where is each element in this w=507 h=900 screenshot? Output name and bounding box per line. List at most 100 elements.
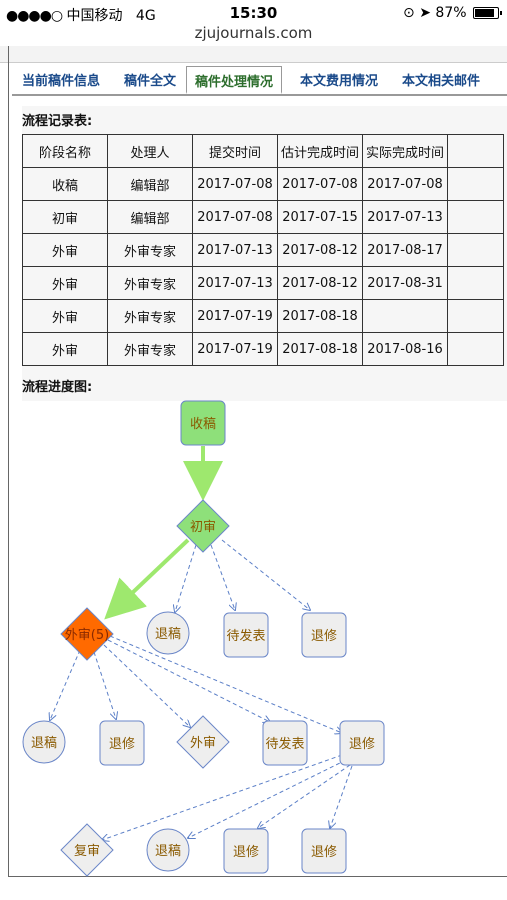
carrier-info: ●●●●○ 中国移动 4G — [6, 5, 156, 25]
node-tuixiu[interactable]: 退修 — [301, 612, 347, 658]
status-right: ⊙ ➤ 87% — [403, 5, 502, 21]
flow-edge-dashed — [221, 539, 310, 610]
flow-edge-dashed — [188, 759, 347, 838]
svg-text:初审: 初审 — [190, 520, 216, 535]
svg-text:待发表: 待发表 — [226, 628, 265, 644]
page-top-strip — [0, 46, 507, 63]
table-row: 外审 外审专家 2017-07-13 2017-08-12 2017-08-31 — [22, 266, 504, 300]
svg-text:退稿: 退稿 — [155, 843, 181, 859]
table-cell: 2017-07-08 — [192, 167, 278, 201]
node-waishen[interactable]: 外审 — [176, 715, 230, 769]
flow-edge-dashed — [210, 544, 235, 610]
table-cell: 2017-08-12 — [277, 266, 363, 300]
node-daifabiao[interactable]: 待发表 — [262, 720, 308, 766]
table-cell: 2017-07-08 — [192, 200, 278, 234]
table-row: 收稿 编辑部 2017-07-08 2017-07-08 2017-07-08 — [22, 167, 504, 201]
table-cell: 2017-07-15 — [277, 200, 363, 234]
table-cell — [447, 299, 504, 333]
table-cell: 2017-07-08 — [277, 167, 363, 201]
flow-edge-dashed — [50, 649, 81, 720]
location-arrow-icon: ➤ — [419, 5, 431, 21]
battery-percent: 87% — [435, 5, 467, 21]
column-header: 阶段名称 — [22, 134, 108, 168]
node-tuixiu[interactable]: 退修 — [223, 828, 269, 874]
table-cell: 外审专家 — [107, 332, 193, 366]
clock: 15:30 — [229, 4, 278, 22]
table-row: 外审 外审专家 2017-07-13 2017-08-12 2017-08-17 — [22, 233, 504, 267]
record-table: 阶段名称 处理人 提交时间 估计完成时间 实际完成时间 收稿 编辑部 2017-… — [22, 134, 504, 366]
column-header: 处理人 — [107, 134, 193, 168]
svg-text:外审: 外审 — [190, 736, 216, 751]
table-cell: 编辑部 — [107, 167, 193, 201]
flow-edge-solid — [104, 538, 190, 620]
table-cell — [447, 233, 504, 267]
node-tuixiu[interactable]: 退修 — [99, 720, 145, 766]
node-tuigao[interactable]: 退稿 — [22, 720, 66, 764]
node-shougao[interactable]: 收稿 — [180, 400, 226, 446]
table-cell: 初审 — [22, 200, 108, 234]
progress-title: 流程进度图: — [22, 380, 93, 395]
svg-text:退修: 退修 — [233, 845, 259, 860]
network-type: 4G — [135, 8, 156, 24]
table-cell: 2017-07-19 — [192, 299, 278, 333]
svg-text:退稿: 退稿 — [31, 735, 57, 751]
record-title: 流程记录表: — [22, 114, 93, 129]
svg-text:复审: 复审 — [74, 844, 100, 859]
table-row: 外审 外审专家 2017-07-19 2017-08-18 — [22, 299, 504, 333]
table-cell — [447, 266, 504, 300]
node-daifabiao[interactable]: 待发表 — [223, 612, 269, 658]
table-cell: 2017-07-19 — [192, 332, 278, 366]
tab-fees[interactable]: 本文费用情况 — [300, 74, 379, 89]
svg-text:外审(5): 外审(5) — [65, 628, 109, 643]
table-cell: 2017-07-13 — [192, 266, 278, 300]
svg-text:收稿: 收稿 — [190, 416, 216, 432]
battery-icon — [473, 7, 502, 19]
svg-text:退稿: 退稿 — [155, 626, 181, 642]
flow-edge-dashed — [258, 764, 351, 828]
table-cell: 外审 — [22, 332, 108, 366]
flow-edge-dashed — [330, 765, 353, 828]
table-cell: 外审专家 — [107, 299, 193, 333]
status-bar: ●●●●○ 中国移动 4G 15:30 ⊙ ➤ 87% — [0, 0, 507, 28]
table-cell: 外审 — [22, 233, 108, 267]
table-cell — [447, 332, 504, 366]
tab-current-manuscript[interactable]: 当前稿件信息 — [22, 74, 101, 89]
carrier-name: 中国移动 — [66, 8, 123, 24]
table-cell: 外审专家 — [107, 233, 193, 267]
node-waishen-active[interactable]: 外审(5) — [60, 607, 114, 661]
svg-text:退修: 退修 — [109, 737, 135, 752]
flow-edge-dashed — [107, 639, 270, 722]
table-header-row: 阶段名称 处理人 提交时间 估计完成时间 实际完成时间 — [22, 134, 504, 168]
node-tuigao[interactable]: 退稿 — [146, 611, 190, 655]
node-fushen[interactable]: 复审 — [60, 823, 114, 877]
node-tuigao[interactable]: 退稿 — [146, 828, 190, 872]
lock-rotation-icon: ⊙ — [403, 5, 415, 21]
content-frame — [8, 46, 507, 877]
tab-related-mail[interactable]: 本文相关邮件 — [402, 74, 481, 89]
column-header: 估计完成时间 — [277, 134, 363, 168]
table-row: 初审 编辑部 2017-07-08 2017-07-15 2017-07-13 — [22, 200, 504, 234]
flow-edge-dashed — [93, 651, 116, 719]
table-cell: 2017-08-17 — [362, 233, 448, 267]
table-row: 外审 外审专家 2017-07-19 2017-08-18 2017-08-16 — [22, 332, 504, 366]
node-tuixiu[interactable]: 退修 — [339, 720, 385, 766]
svg-text:退修: 退修 — [311, 629, 337, 644]
flow-edge-dashed — [102, 754, 343, 840]
svg-text:退修: 退修 — [349, 737, 375, 752]
table-cell — [362, 299, 448, 333]
table-cell: 2017-07-13 — [362, 200, 448, 234]
flow-edge-dashed — [103, 644, 190, 727]
node-tuixiu[interactable]: 退修 — [301, 828, 347, 874]
node-chushen[interactable]: 初审 — [176, 499, 230, 553]
column-header: 实际完成时间 — [362, 134, 448, 168]
tab-full-text[interactable]: 稿件全文 — [124, 74, 177, 89]
column-header-empty — [447, 134, 504, 168]
table-cell: 2017-08-16 — [362, 332, 448, 366]
flow-edge-dashed — [175, 544, 197, 612]
svg-text:退修: 退修 — [311, 845, 337, 860]
url-bar[interactable]: zjujournals.com — [194, 24, 313, 42]
tab-processing-status[interactable]: 稿件处理情况 — [186, 66, 283, 94]
table-cell: 2017-08-18 — [277, 332, 363, 366]
signal-strength-icon: ●●●●○ — [6, 8, 63, 24]
